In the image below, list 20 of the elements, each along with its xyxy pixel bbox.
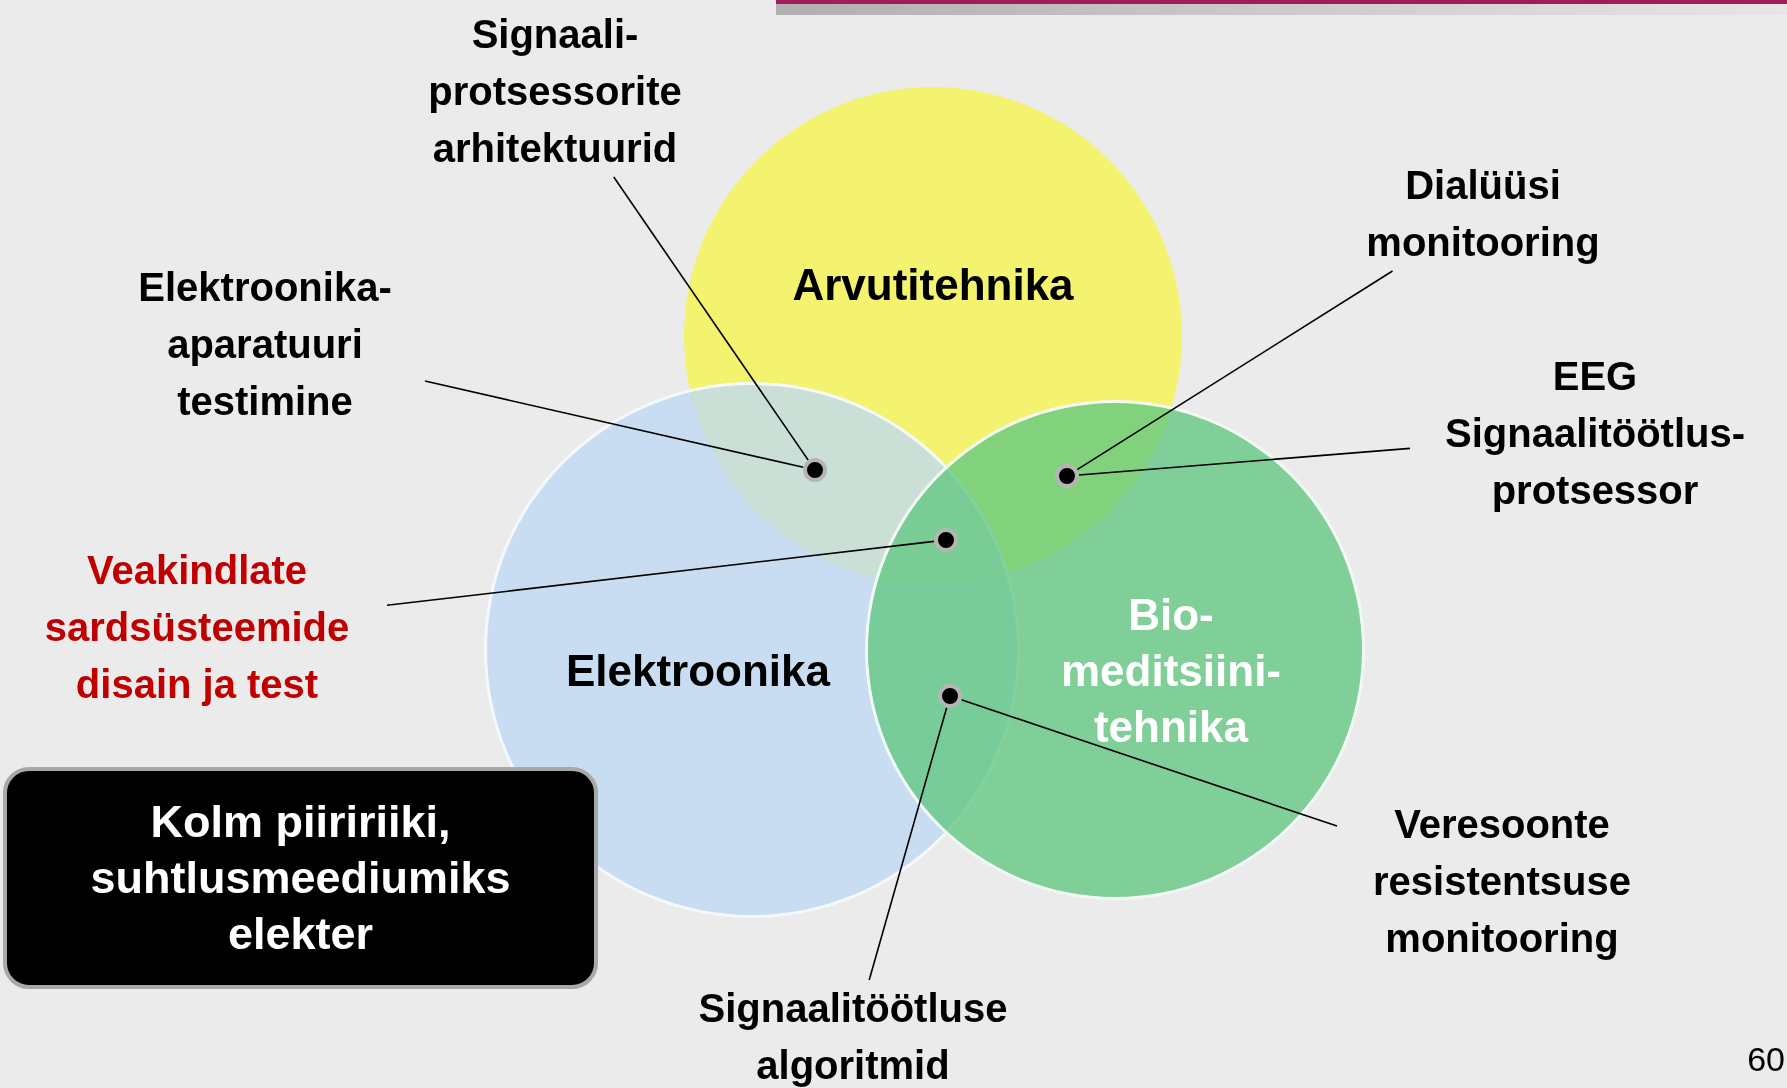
callout-box — [3, 767, 598, 989]
callout-text: Signaali- protsessorite arhitektuurid — [395, 6, 715, 177]
leader-line — [1076, 270, 1394, 471]
circle-label: Elektroonika — [564, 645, 832, 697]
circle-label: Bio- meditsiini- tehnika — [1060, 589, 1282, 753]
callout-text: Veresoonte resistentsuse monitooring — [1337, 796, 1667, 967]
page-number: 60 — [1747, 1040, 1785, 1079]
leader-line — [960, 699, 1338, 827]
leader-line — [424, 380, 805, 469]
callout-text: Elektroonika- aparatuuri testimine — [105, 259, 425, 430]
callout-text: Signaalitöötluse algoritmid — [658, 980, 1048, 1088]
callout-text: EEG Signaalitöötlus- protsessor — [1410, 348, 1780, 519]
callout-text: Dialüüsi monitooring — [1333, 157, 1633, 271]
leader-line — [612, 176, 809, 461]
box-text: Kolm piiririiki, suhtlusmeediumiks elekter — [89, 795, 512, 961]
callout-text: Veakindlate sardsüsteemide disain ja test — [7, 542, 387, 713]
leader-line — [1078, 447, 1411, 476]
leader-line — [868, 706, 948, 981]
circle-label: Arvutitehnika — [791, 259, 1075, 311]
leader-line — [386, 540, 935, 607]
